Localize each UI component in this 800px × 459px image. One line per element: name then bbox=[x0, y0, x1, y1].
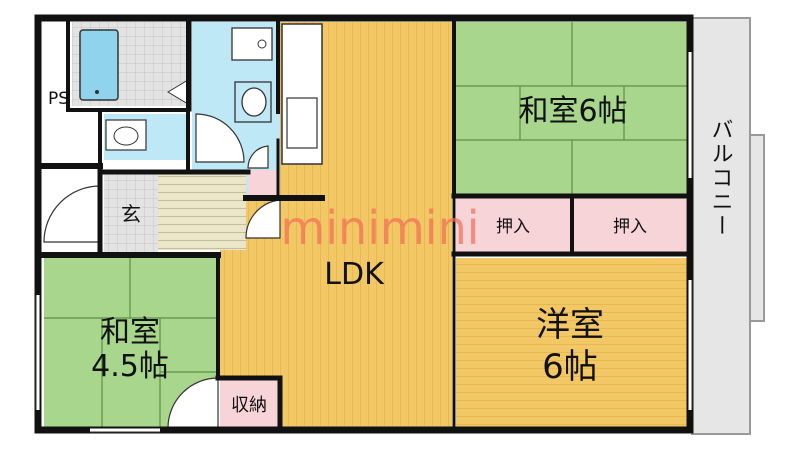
washitsu-45-name-label: 和室 bbox=[100, 315, 160, 350]
fridge-space bbox=[248, 170, 278, 196]
washitsu-45-size-label: 4.5帖 bbox=[91, 349, 169, 384]
shuno-label: 収納 bbox=[231, 395, 267, 416]
oshiire-2 bbox=[574, 198, 686, 252]
toilet bbox=[234, 81, 272, 123]
door-swings bbox=[43, 113, 281, 429]
watermark: minimini bbox=[280, 201, 479, 255]
oshiire-1-label: 押入 bbox=[496, 217, 530, 237]
storage-shuno bbox=[220, 378, 278, 428]
ps-shaft bbox=[42, 22, 68, 162]
youshitsu-size-label: 6帖 bbox=[542, 347, 598, 387]
balcony bbox=[691, 17, 765, 435]
washbasin bbox=[231, 27, 273, 61]
genkan-label: 玄 bbox=[121, 202, 141, 226]
oshiire-2-label: 押入 bbox=[613, 217, 647, 237]
room-youshitsu-floor bbox=[456, 258, 688, 428]
youshitsu-name-label: 洋室 bbox=[536, 305, 604, 345]
wash-sink-icon bbox=[105, 119, 147, 151]
balcony-label: バルコニー bbox=[708, 118, 733, 238]
kitchen-counter bbox=[281, 23, 323, 165]
oshiire-1 bbox=[456, 198, 570, 252]
ps-label: PS bbox=[48, 89, 69, 109]
ldk-label: LDK bbox=[324, 257, 385, 292]
bathtub bbox=[79, 29, 119, 101]
hallway-steps bbox=[158, 174, 246, 250]
genkan-floor bbox=[104, 172, 158, 252]
bathtub-drain bbox=[95, 90, 99, 94]
washitsu-6-label: 和室6帖 bbox=[518, 94, 627, 129]
room-washitsu-6-floor bbox=[456, 22, 688, 194]
windows bbox=[36, 52, 692, 432]
walls bbox=[34, 14, 694, 434]
washbasin-bowl bbox=[257, 39, 267, 49]
